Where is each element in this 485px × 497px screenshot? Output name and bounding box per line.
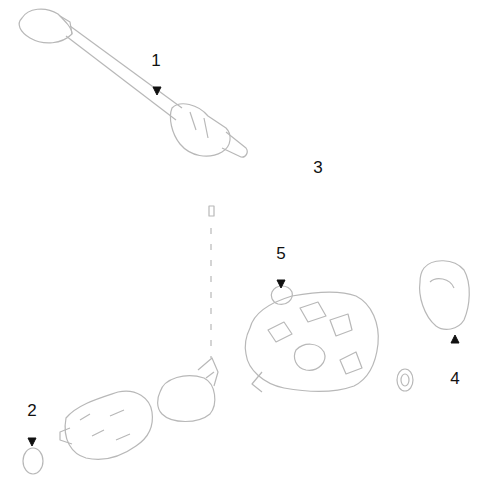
stud-column <box>209 206 214 358</box>
drive-shaft <box>19 9 247 157</box>
callout-number: 2 <box>27 402 36 419</box>
callout-number: 4 <box>450 370 459 387</box>
callout-number: 1 <box>151 52 160 69</box>
dust-cap <box>23 448 43 474</box>
leader-arrows <box>28 87 459 446</box>
callout-number: 5 <box>276 245 285 262</box>
cv-joint <box>60 391 152 459</box>
callout-number: 3 <box>313 159 322 176</box>
hub <box>158 358 218 422</box>
snap-ring <box>397 369 413 391</box>
seal <box>420 261 470 330</box>
steering-knuckle <box>245 286 378 392</box>
